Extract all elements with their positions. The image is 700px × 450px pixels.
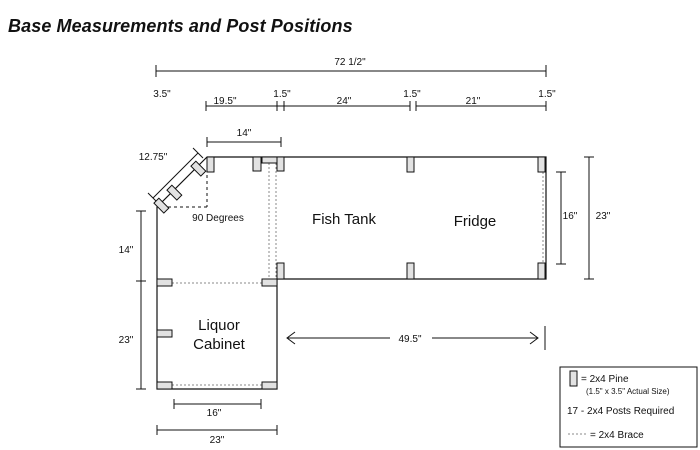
- legend-post-note: (1.5" x 3.5" Actual Size): [586, 387, 670, 396]
- post: [252, 156, 262, 172]
- overall-width-dimension: [155, 65, 547, 77]
- left-14-label: 14": [119, 245, 134, 256]
- legend-brace-label: = 2x4 Brace: [590, 430, 644, 441]
- post: [537, 262, 546, 280]
- top-14-label: 14": [237, 128, 252, 139]
- post-3-label: 1.5": [538, 89, 556, 100]
- post: [156, 381, 173, 390]
- span-dimensions: [205, 101, 547, 111]
- fridge-label: Fridge: [454, 213, 497, 230]
- gap-dimension-arrow: [286, 326, 546, 350]
- post: [406, 156, 415, 173]
- span-1-label: 19.5": [213, 96, 236, 107]
- legend-box: [559, 366, 698, 448]
- brace-lines: [164, 163, 544, 386]
- post: [153, 197, 170, 214]
- right-dimensions: [556, 156, 594, 280]
- span-2-label: 24": [337, 96, 352, 107]
- left-23-label: 23": [119, 335, 134, 346]
- post: [261, 381, 278, 390]
- top-14-dimension: [206, 137, 282, 147]
- left-dimensions: [136, 210, 146, 390]
- post: [276, 262, 285, 280]
- legend-count: 17 - 2x4 Posts Required: [567, 406, 674, 417]
- post: [190, 160, 207, 177]
- legend-post-swatch: [569, 370, 578, 387]
- legend-post-label: = 2x4 Pine: [581, 374, 629, 385]
- liquor-label-line2: Cabinet: [193, 336, 246, 353]
- fish-tank-label: Fish Tank: [312, 211, 376, 228]
- overall-width-label: 72 1/2": [334, 57, 366, 68]
- post: [156, 278, 173, 287]
- right-16-label: 16": [563, 211, 578, 222]
- bottom-dimensions: [156, 399, 278, 435]
- post: [156, 329, 173, 338]
- posts: [153, 156, 546, 390]
- page-title: Base Measurements and Post Positions: [8, 16, 353, 36]
- post-left-label: 3.5": [153, 89, 171, 100]
- bottom-23-label: 23": [210, 435, 225, 446]
- bottom-16-label: 16": [207, 408, 222, 419]
- post: [206, 156, 215, 173]
- span-3-label: 21": [466, 96, 481, 107]
- liquor-label-line1: Liquor: [198, 317, 240, 334]
- post: [276, 156, 285, 172]
- post-2-label: 1.5": [403, 89, 421, 100]
- diagonal-label: 12.75": [139, 152, 168, 163]
- right-23-label: 23": [596, 211, 611, 222]
- gap-49-5-label: 49.5": [398, 334, 421, 345]
- post: [166, 184, 183, 201]
- post: [406, 262, 415, 280]
- angle-label: 90 Degrees: [192, 213, 244, 224]
- post: [537, 156, 546, 173]
- base-outline: [156, 156, 547, 390]
- post: [261, 278, 278, 287]
- legend: = 2x4 Pine (1.5" x 3.5" Actual Size) 17 …: [559, 366, 698, 448]
- post-1-label: 1.5": [273, 89, 291, 100]
